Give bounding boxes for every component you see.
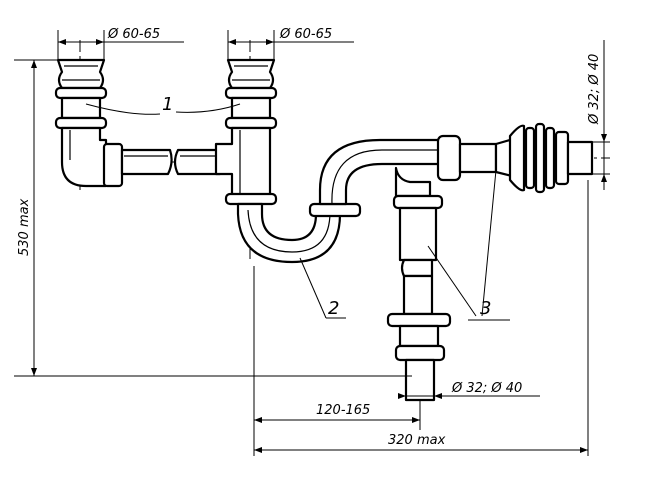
dimension-lines <box>14 30 610 456</box>
s-trap-bend <box>236 202 362 264</box>
horizontal-outlet <box>436 122 594 194</box>
horizontal-connecting-tube <box>102 142 222 188</box>
dim-right-diameter: Ø 32; Ø 40 <box>587 54 602 125</box>
dim-width: 320 max <box>388 433 446 448</box>
dim-offset: 120-165 <box>316 403 370 418</box>
dim-bottom-diameter: Ø 32; Ø 40 <box>451 381 522 396</box>
center-lines <box>79 40 610 400</box>
dim-top-left-diameter: Ø 60-65 <box>107 27 160 42</box>
vertical-outlet <box>386 194 452 402</box>
leader-lines <box>85 103 510 321</box>
left-inlet-assembly <box>54 58 108 188</box>
right-inlet-tee <box>214 58 278 206</box>
callout-1: 1 <box>162 94 173 115</box>
callout-2: 2 <box>328 298 339 319</box>
dim-top-right-diameter: Ø 60-65 <box>279 27 332 42</box>
upper-bend <box>318 138 442 206</box>
dim-height: 530 max <box>17 198 32 256</box>
callout-3: 3 <box>480 298 491 319</box>
